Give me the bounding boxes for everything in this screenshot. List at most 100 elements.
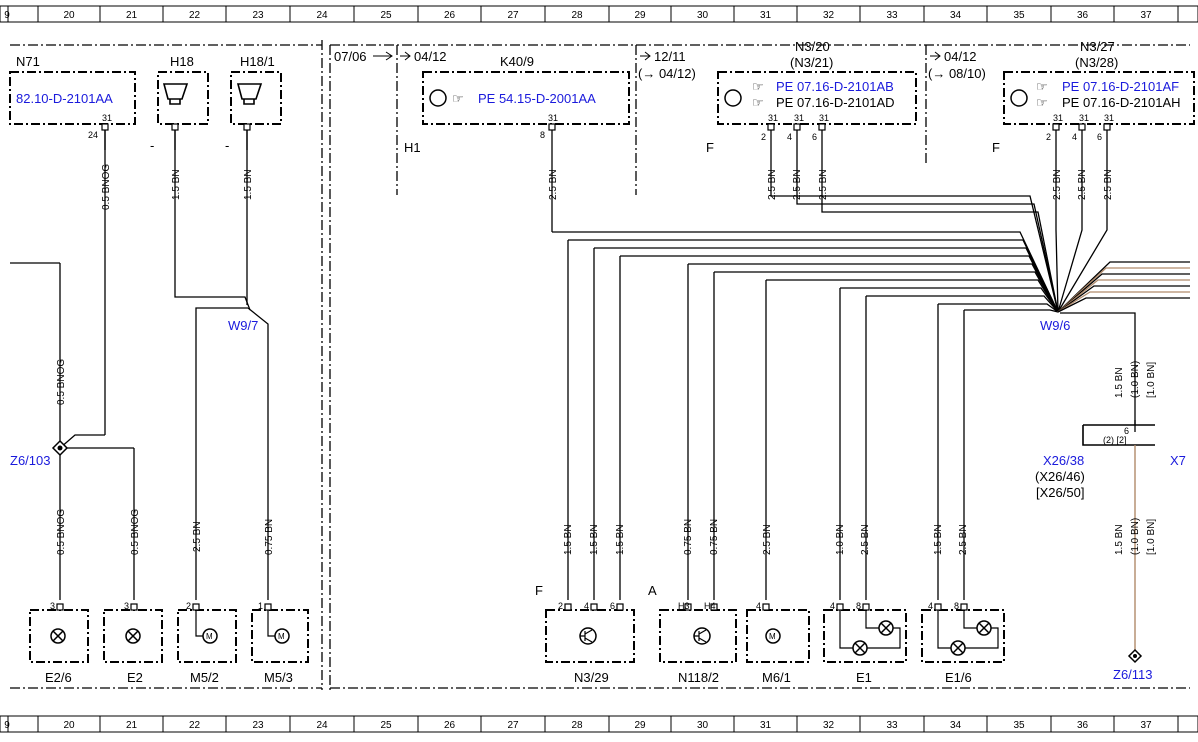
w96-label: W9/6 <box>1040 318 1070 333</box>
fan-wire <box>840 287 1059 313</box>
n71-pin2: 31 <box>102 113 112 123</box>
w97-label: W9/7 <box>228 318 258 333</box>
pin-marker <box>192 603 200 611</box>
break-label: 04/12 <box>414 49 447 64</box>
pin-marker <box>762 603 770 611</box>
ruler-label: 34 <box>950 10 962 21</box>
x2638-pin-alt: (2) [2] <box>1103 435 1127 445</box>
pin-number: 4 <box>584 601 589 611</box>
internal-wire <box>937 610 999 649</box>
pin-marker <box>793 123 801 131</box>
fan-wire <box>1057 285 1190 313</box>
k409-box <box>422 71 630 125</box>
pin-number: 4 <box>787 132 792 142</box>
break-arrow <box>930 51 941 61</box>
ruler-label: 21 <box>126 720 138 731</box>
pin-number: 31 <box>1053 113 1063 123</box>
motor-icon: M <box>769 632 776 641</box>
ruler-label: 25 <box>380 10 392 21</box>
pointer-icon: ☞ <box>752 79 764 94</box>
h181-label: H18/1 <box>240 54 275 69</box>
n1182-side: A <box>648 583 657 598</box>
pin-marker <box>1078 123 1086 131</box>
pin-marker <box>171 123 179 131</box>
x2638-alt1: (X26/46) <box>1035 469 1085 484</box>
pin-marker <box>1052 123 1060 131</box>
fan-wire <box>866 295 1059 313</box>
wire-label: 2.5 BN <box>860 524 871 555</box>
ruler-label: 34 <box>950 720 962 731</box>
h181-box <box>230 71 282 125</box>
ruler-label: 25 <box>380 720 392 731</box>
wire-label: 2.5 BN <box>1052 169 1063 200</box>
pin-marker <box>130 603 138 611</box>
pointer-icon: ☞ <box>1036 95 1048 110</box>
k409-ref: PE 54.15-D-2001AA <box>478 91 596 106</box>
ruler-label: 36 <box>1077 720 1089 731</box>
ruler-label: 27 <box>507 720 519 731</box>
x2638-label: X26/38 <box>1043 453 1084 468</box>
n329-box <box>545 609 635 663</box>
z6103-node-dot <box>57 445 63 451</box>
pin-marker <box>564 603 572 611</box>
pin-marker <box>767 123 775 131</box>
fan-wire <box>770 150 1059 313</box>
wire-label: [1.0 BN] <box>1146 362 1157 398</box>
e16-label: E1/6 <box>945 670 972 685</box>
ruler-label: 22 <box>189 10 201 21</box>
wire-label: 1.5 BN <box>1114 367 1125 398</box>
ruler-label: 37 <box>1140 720 1152 731</box>
e26-label: E2/6 <box>45 670 72 685</box>
w96-wire <box>1060 312 1136 425</box>
transistor-icon <box>429 89 447 107</box>
pin-marker <box>243 123 251 131</box>
pin-marker <box>1103 123 1111 131</box>
ruler-label: 24 <box>316 10 328 21</box>
wire-label: 2.5 BN <box>818 169 829 200</box>
n1182-box <box>659 609 737 663</box>
pin-number: 31 <box>768 113 778 123</box>
pin-marker <box>56 603 64 611</box>
z6113-node-dot <box>1133 654 1137 658</box>
transistor-icon <box>1010 89 1028 107</box>
ruler-label: 9 <box>4 10 10 21</box>
lamp-icon <box>880 622 892 634</box>
fan-wire <box>1057 150 1108 313</box>
x2638-box <box>1082 424 1155 446</box>
wire-label: 0.5 BNOG <box>130 509 141 555</box>
pin-marker <box>684 603 692 611</box>
wire-label: 1.0 BN <box>835 524 846 555</box>
fan-wire <box>796 150 1059 313</box>
motor-icon <box>765 628 781 644</box>
pin-number: 8 <box>954 601 959 611</box>
transistor-icon <box>694 629 707 643</box>
wire-label: 0.75 BN <box>709 519 720 555</box>
minus-sign: - <box>225 138 229 153</box>
internal-wire <box>267 610 275 637</box>
wire-label: 0.5 BNOG <box>56 509 67 555</box>
fan-wire <box>1057 297 1190 313</box>
pin-number: H4 <box>704 601 716 611</box>
internal-wire <box>195 610 203 637</box>
ruler-label: 36 <box>1077 10 1089 21</box>
pin-marker <box>101 123 109 131</box>
m52-label: M5/2 <box>190 670 219 685</box>
pin-number: 2 <box>186 601 191 611</box>
n327-label: N3/27 <box>1080 39 1115 54</box>
break-label: (→ 04/12) <box>638 66 696 81</box>
ruler-label: 23 <box>252 10 264 21</box>
k409-pin2: 31 <box>548 113 558 123</box>
pin-number: 31 <box>1104 113 1114 123</box>
ruler-label: 30 <box>697 720 709 731</box>
ruler-label: 29 <box>634 10 646 21</box>
ruler-label: 31 <box>760 10 772 21</box>
n329-label: N3/29 <box>574 670 609 685</box>
e1-label: E1 <box>856 670 872 685</box>
ruler-band <box>0 5 1198 23</box>
wire-label: 2.5 BN <box>958 524 969 555</box>
pin-number: 4 <box>756 601 761 611</box>
n320-box <box>717 71 917 125</box>
wire-label: 0.75 BN <box>264 519 275 555</box>
fan-wire <box>1057 291 1190 313</box>
pin-number: 3 <box>50 601 55 611</box>
